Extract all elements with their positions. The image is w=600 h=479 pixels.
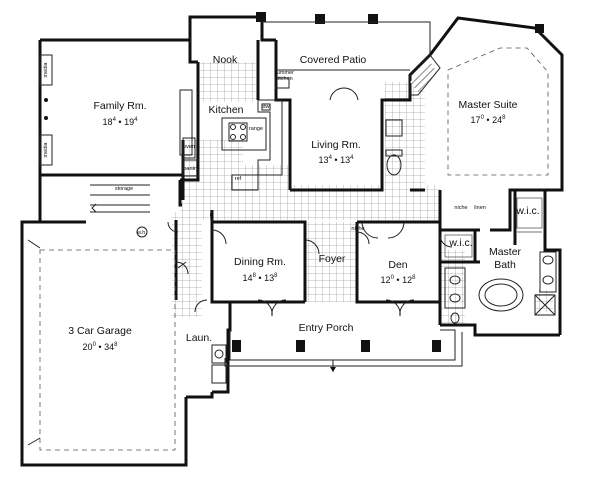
dining-room-dims: 148 • 138 <box>243 273 279 283</box>
nook-label: Nook <box>213 54 238 66</box>
laundry-appliances <box>211 344 227 384</box>
kitchen-label: Kitchen <box>208 104 243 116</box>
porch-outline <box>224 329 463 372</box>
closet-shelves <box>444 197 543 258</box>
kitchen-counters <box>179 77 290 191</box>
dining-room-label: Dining Rm. <box>234 256 286 268</box>
den-label: Den <box>388 259 407 271</box>
entry-porch-label: Entry Porch <box>299 322 354 334</box>
storage-label: storage <box>115 186 133 192</box>
summer-kitchen-label-1: summer <box>274 70 294 76</box>
porch-columns <box>232 340 441 352</box>
range-label: range <box>249 126 263 132</box>
water-heater <box>136 226 148 238</box>
laundry-label: Laun. <box>186 332 212 344</box>
oven-label: oven <box>183 144 195 150</box>
garage-bays <box>39 249 176 451</box>
family-room-label: Family Rm. <box>93 100 146 112</box>
garage-label: 3 Car Garage <box>68 325 132 337</box>
hall-bath <box>385 119 403 176</box>
media-label-top: media <box>43 62 49 78</box>
den-dims: 120 • 128 <box>381 275 417 285</box>
dw-label: dw <box>262 104 269 110</box>
wh-label: w.h. <box>136 230 147 236</box>
living-room-label: Living Rm. <box>311 139 361 151</box>
swing-doors <box>167 221 453 317</box>
tile-floor <box>172 62 553 325</box>
garage-dims: 200 • 348 <box>83 342 119 352</box>
fireplace <box>410 62 437 92</box>
family-room-dims: 184 • 194 <box>103 117 139 127</box>
linen-label: linen <box>474 205 486 211</box>
media-niche <box>39 54 53 166</box>
wic-label-2: w.i.c. <box>448 237 472 249</box>
ref-label: ref <box>235 176 242 182</box>
living-room-doors <box>329 87 359 101</box>
media-label-bottom: media <box>43 142 49 158</box>
master-suite-dims: 170 • 248 <box>471 115 507 125</box>
storage-stairs <box>90 184 150 213</box>
tray-ceiling <box>447 47 549 176</box>
summer-kitchen-label-2: kitchen <box>275 76 292 82</box>
exterior-walls <box>20 15 564 467</box>
fixture-labels: summer kitchen media media oven pantry r… <box>43 62 486 236</box>
master-suite-label: Master Suite <box>459 99 518 111</box>
room-labels: Nook Covered Patio Family Rm. 184 • 194 … <box>68 54 539 352</box>
covered-patio-label: Covered Patio <box>300 54 367 66</box>
patio-columns <box>256 12 544 33</box>
living-room-dims: 134 • 134 <box>319 155 355 165</box>
niche-bed-label: niche <box>454 205 467 211</box>
patio-outline <box>262 21 431 71</box>
wic-label-1: w.i.c. <box>515 205 539 217</box>
foyer-label: Foyer <box>319 253 346 265</box>
niche-foyer-label: niche <box>351 226 364 232</box>
master-bath-fixtures <box>444 251 557 324</box>
pantry-label: pantry <box>183 166 199 172</box>
